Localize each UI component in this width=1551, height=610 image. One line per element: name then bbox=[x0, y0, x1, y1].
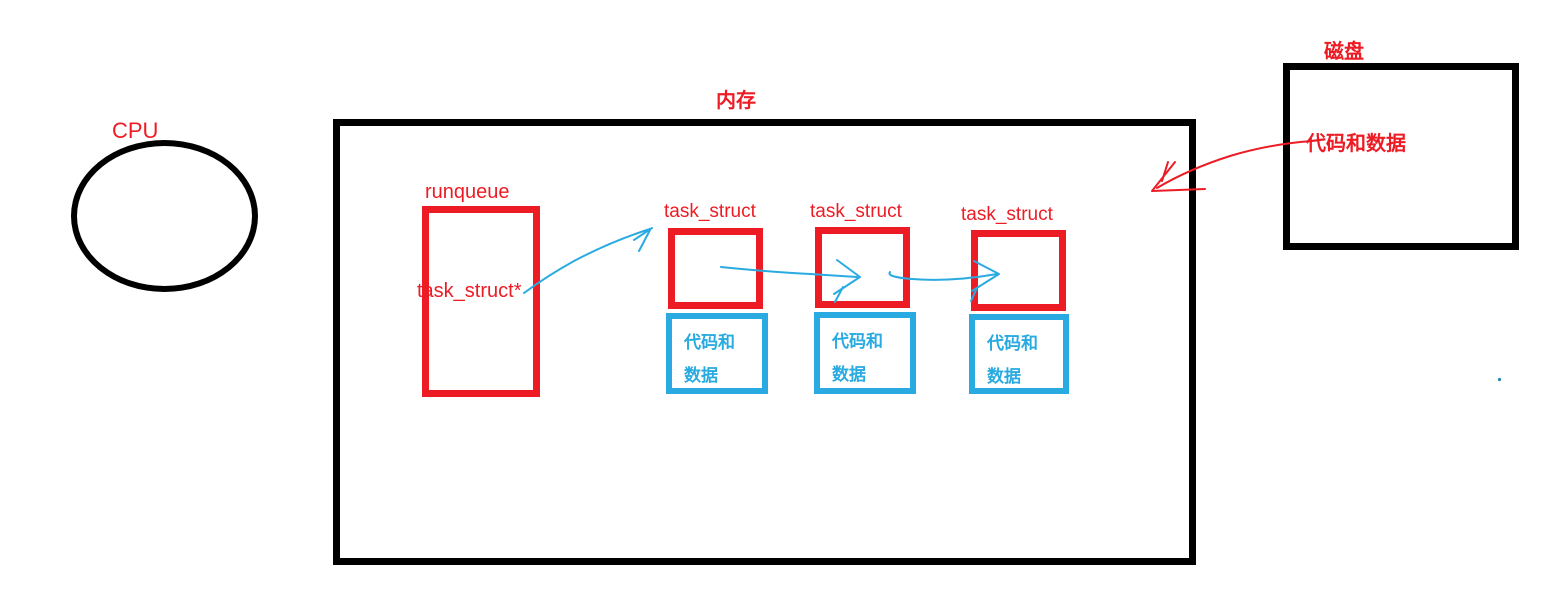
code-data-box-2: 代码和 数据 bbox=[814, 312, 916, 394]
memory-label: 内存 bbox=[716, 90, 756, 112]
task-struct-box-2 bbox=[815, 227, 910, 308]
code-data-line2: 数据 bbox=[684, 366, 718, 385]
cpu-ellipse bbox=[71, 140, 258, 292]
task-struct-label-1: task_struct bbox=[664, 201, 756, 222]
runqueue-box bbox=[422, 206, 540, 397]
task-struct-box-1 bbox=[668, 228, 763, 309]
disk-content-label: 代码和数据 bbox=[1306, 133, 1406, 155]
stray-dot bbox=[1497, 377, 1502, 382]
runqueue-label: runqueue bbox=[425, 181, 510, 203]
code-data-line1: 代码和 bbox=[832, 332, 883, 351]
memory-box bbox=[333, 119, 1196, 565]
task-struct-label-3: task_struct bbox=[961, 204, 1053, 225]
runqueue-pointer-label: task_struct* bbox=[417, 280, 522, 302]
code-data-line1: 代码和 bbox=[684, 333, 735, 352]
disk-label: 磁盘 bbox=[1324, 41, 1364, 63]
disk-box bbox=[1283, 63, 1519, 250]
task-struct-label-2: task_struct bbox=[810, 201, 902, 222]
code-data-box-1: 代码和 数据 bbox=[666, 313, 768, 394]
code-data-line1: 代码和 bbox=[987, 334, 1038, 353]
cpu-label: CPU bbox=[112, 118, 159, 143]
task-struct-box-3 bbox=[971, 230, 1066, 311]
code-data-box-3: 代码和 数据 bbox=[969, 314, 1069, 394]
code-data-line2: 数据 bbox=[832, 365, 866, 384]
code-data-line2: 数据 bbox=[987, 367, 1021, 386]
